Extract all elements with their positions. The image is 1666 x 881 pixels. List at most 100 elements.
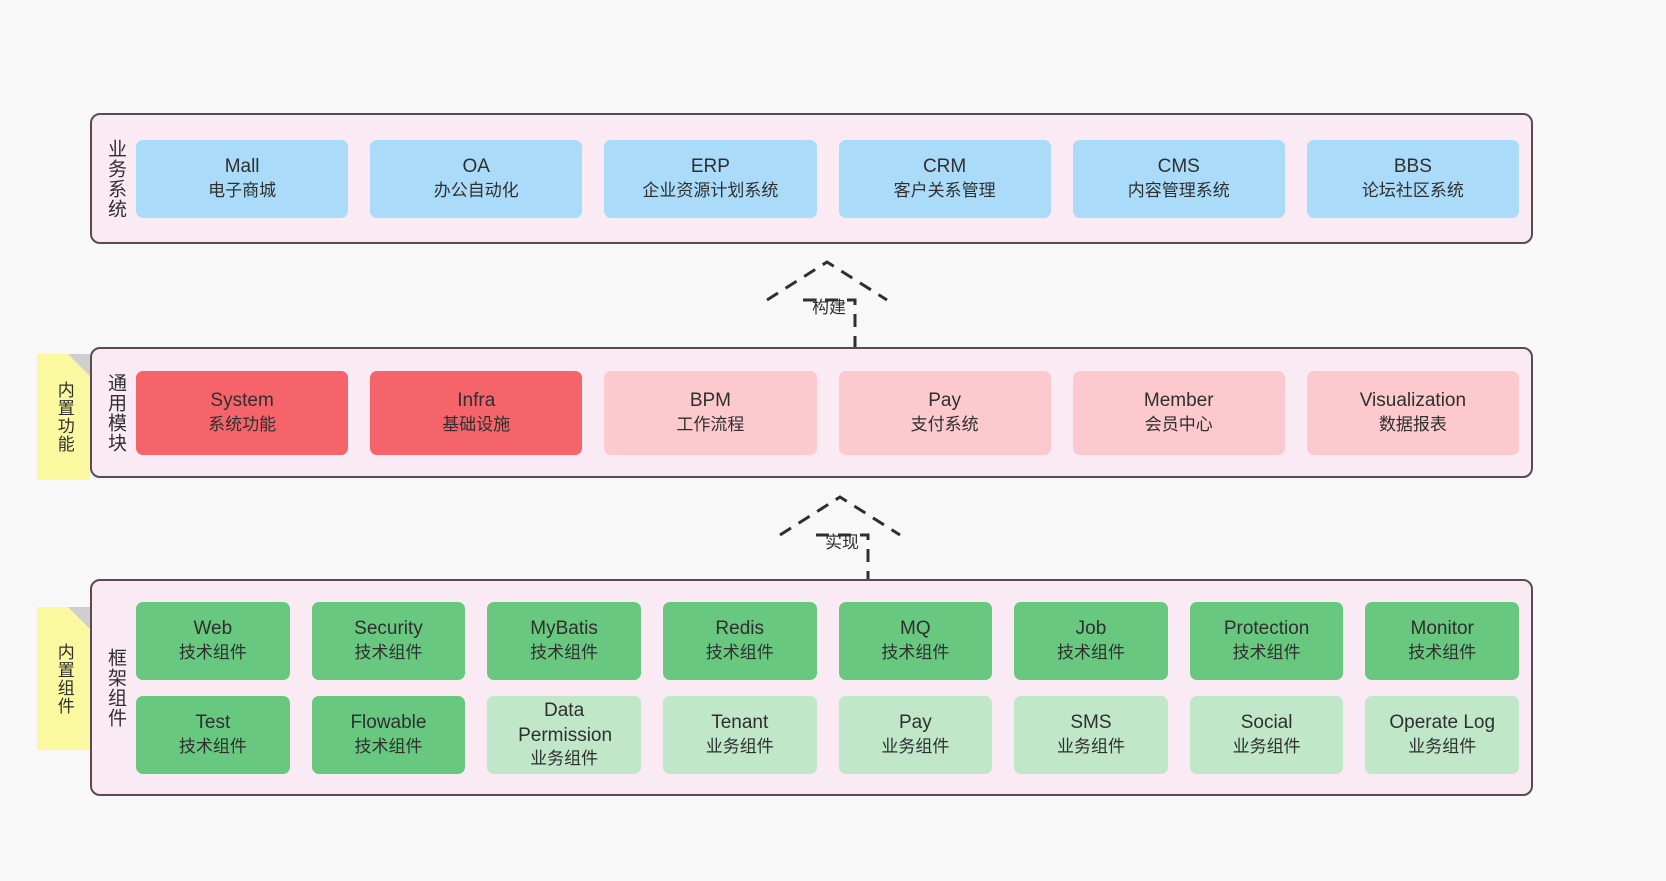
note-builtin-features-label: 内置功能	[54, 381, 74, 453]
node-subtitle: 业务组件	[1056, 736, 1125, 756]
common-module-row: System 系统功能 Infra 基础设施 BPM 工作流程 Pay 支付系统…	[136, 370, 1519, 455]
node-web[interactable]: Web 技术组件	[136, 601, 290, 680]
node-security[interactable]: Security 技术组件	[311, 601, 466, 680]
node-subtitle: 技术组件	[178, 642, 247, 662]
node-subtitle: 电子商城	[208, 180, 277, 200]
node-subtitle: 论坛社区系统	[1361, 180, 1464, 200]
node-title: Redis	[715, 618, 764, 640]
node-title: Pay	[898, 712, 932, 734]
node-subtitle: 技术组件	[1408, 642, 1477, 662]
node-subtitle: 技术组件	[705, 642, 774, 662]
node-title: Member	[1143, 390, 1214, 412]
node-mall[interactable]: Mall 电子商城	[136, 139, 349, 218]
node-erp[interactable]: ERP 企业资源计划系统	[604, 139, 817, 218]
framework-business-row: Test 技术组件 Flowable 技术组件 Data Permission …	[136, 695, 1520, 774]
layer-framework-components: 框架组件 Web 技术组件 Security 技术组件 MyBatis 技术组件…	[90, 579, 1533, 796]
node-subtitle: 技术组件	[530, 642, 599, 662]
node-infra[interactable]: Infra 基础设施	[370, 370, 583, 455]
node-social[interactable]: Social 业务组件	[1189, 695, 1344, 774]
node-title: ERP	[690, 156, 730, 178]
node-subtitle: 业务组件	[1408, 736, 1477, 756]
note-builtin-components-label: 内置组件	[54, 642, 74, 715]
node-title: OA	[462, 156, 490, 178]
node-protection[interactable]: Protection 技术组件	[1189, 601, 1344, 680]
layer-title-common-modules: 通用模块	[105, 372, 127, 453]
node-title: Security	[354, 618, 423, 640]
node-subtitle: 基础设施	[442, 414, 511, 434]
node-job[interactable]: Job 技术组件	[1014, 601, 1168, 680]
node-title: Infra	[457, 390, 496, 412]
node-title: Visualization	[1359, 390, 1467, 412]
node-monitor[interactable]: Monitor 技术组件	[1365, 601, 1520, 680]
node-title: Tenant	[711, 712, 769, 734]
layer-title-framework-components: 框架组件	[105, 647, 127, 728]
node-title: Data Permission	[518, 700, 613, 746]
node-title: SMS	[1070, 712, 1112, 734]
node-system[interactable]: System 系统功能	[136, 370, 349, 455]
node-pay[interactable]: Pay 支付系统	[838, 370, 1051, 455]
node-subtitle: 业务组件	[881, 736, 950, 756]
layer-body-framework-components: Web 技术组件 Security 技术组件 MyBatis 技术组件 Redi…	[136, 601, 1531, 774]
node-title: Test	[195, 712, 231, 734]
node-title: System	[210, 390, 274, 412]
node-title: Operate Log	[1389, 712, 1496, 734]
node-subtitle: 业务组件	[1232, 736, 1301, 756]
note-builtin-components: 内置组件	[37, 607, 90, 750]
node-title: Job	[1075, 618, 1107, 640]
layer-common-modules: 通用模块 System 系统功能 Infra 基础设施 BPM 工作流程 Pay	[90, 347, 1533, 478]
node-subtitle: 内容管理系统	[1127, 180, 1230, 200]
node-subtitle: 技术组件	[881, 642, 950, 662]
node-subtitle: 工作流程	[676, 414, 745, 434]
node-crm[interactable]: CRM 客户关系管理	[838, 139, 1051, 218]
node-cms[interactable]: CMS 内容管理系统	[1072, 139, 1285, 218]
node-test[interactable]: Test 技术组件	[136, 695, 290, 774]
node-pay-component[interactable]: Pay 业务组件	[838, 695, 993, 774]
node-subtitle: 业务组件	[530, 748, 599, 768]
node-subtitle: 企业资源计划系统	[642, 180, 779, 200]
node-title: Monitor	[1410, 618, 1474, 640]
layer-body-common-modules: System 系统功能 Infra 基础设施 BPM 工作流程 Pay 支付系统…	[136, 370, 1531, 455]
node-subtitle: 技术组件	[354, 642, 423, 662]
node-subtitle: 技术组件	[1056, 642, 1125, 662]
layer-title-business-system: 业务系统	[105, 138, 127, 219]
node-bbs[interactable]: BBS 论坛社区系统	[1306, 139, 1519, 218]
framework-tech-row: Web 技术组件 Security 技术组件 MyBatis 技术组件 Redi…	[136, 601, 1520, 680]
node-bpm[interactable]: BPM 工作流程	[604, 370, 817, 455]
layer-business-system: 业务系统 Mall 电子商城 OA 办公自动化 ERP 企业资源计划系统 CRM	[90, 113, 1533, 244]
node-redis[interactable]: Redis 技术组件	[662, 601, 817, 680]
note-builtin-features: 内置功能	[37, 354, 90, 480]
node-oa[interactable]: OA 办公自动化	[370, 139, 583, 218]
node-subtitle: 技术组件	[354, 736, 423, 756]
business-node-row: Mall 电子商城 OA 办公自动化 ERP 企业资源计划系统 CRM 客户关系…	[136, 139, 1519, 218]
node-flowable[interactable]: Flowable 技术组件	[311, 695, 466, 774]
node-sms[interactable]: SMS 业务组件	[1014, 695, 1168, 774]
node-subtitle: 技术组件	[178, 736, 247, 756]
node-member[interactable]: Member 会员中心	[1072, 370, 1285, 455]
note-fold-corner-icon	[68, 607, 90, 629]
node-title: BPM	[689, 390, 732, 412]
node-data-permission[interactable]: Data Permission 业务组件	[487, 695, 641, 774]
node-title: CMS	[1157, 156, 1200, 178]
node-title: Web	[193, 618, 233, 640]
node-subtitle: 数据报表	[1378, 414, 1447, 434]
node-title: MQ	[900, 618, 931, 640]
node-subtitle: 业务组件	[705, 736, 774, 756]
node-operate-log[interactable]: Operate Log 业务组件	[1365, 695, 1520, 774]
node-title: Mall	[224, 156, 260, 178]
connector-build: 构建	[755, 252, 915, 352]
layer-body-business-system: Mall 电子商城 OA 办公自动化 ERP 企业资源计划系统 CRM 客户关系…	[136, 139, 1531, 218]
connector-implement: 实现	[768, 487, 928, 585]
note-fold-corner-icon	[68, 354, 90, 376]
node-title: Pay	[928, 390, 961, 412]
node-title: MyBatis	[530, 618, 598, 640]
node-title: CRM	[922, 156, 967, 178]
node-mq[interactable]: MQ 技术组件	[838, 601, 993, 680]
node-subtitle: 支付系统	[910, 414, 979, 434]
connector-implement-label: 实现	[825, 533, 859, 552]
node-mybatis[interactable]: MyBatis 技术组件	[487, 601, 641, 680]
node-title: Protection	[1223, 618, 1310, 640]
node-visualization[interactable]: Visualization 数据报表	[1306, 370, 1519, 455]
node-tenant[interactable]: Tenant 业务组件	[662, 695, 817, 774]
node-subtitle: 会员中心	[1144, 414, 1213, 434]
